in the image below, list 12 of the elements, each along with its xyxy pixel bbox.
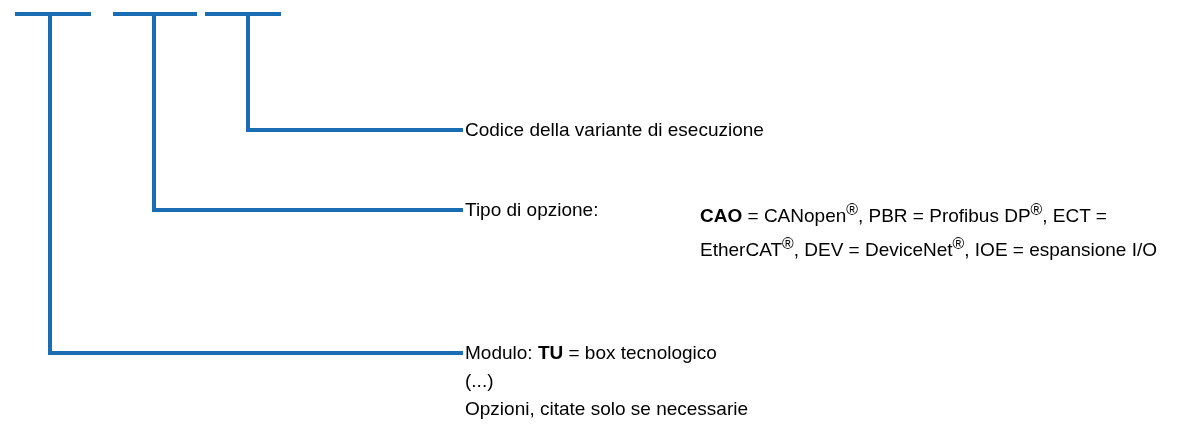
description-note: Opzioni, citate solo se necessarie — [465, 397, 749, 421]
code-segment-bar — [205, 12, 281, 16]
description-text: Codice della variante di esecuzione — [465, 118, 764, 142]
leader-line — [48, 16, 463, 355]
leader-line — [152, 16, 463, 212]
code-segment-bar — [15, 12, 91, 16]
description-text: Modulo: TU = box tecnologico — [465, 341, 718, 365]
leader-line — [246, 16, 463, 132]
description-note: CAO = CANopen$^{®}$, PBR = Profibus DP$^{®}$, ECT = EtherCAT$^{®}$, DEV = DeviceNet$^{®}$, IOE = espansione I/O — [700, 200, 1159, 263]
description-note: (...) — [465, 369, 495, 393]
code-segment-bar — [113, 12, 197, 16]
description-text: Tipo di opzione: — [465, 198, 599, 222]
